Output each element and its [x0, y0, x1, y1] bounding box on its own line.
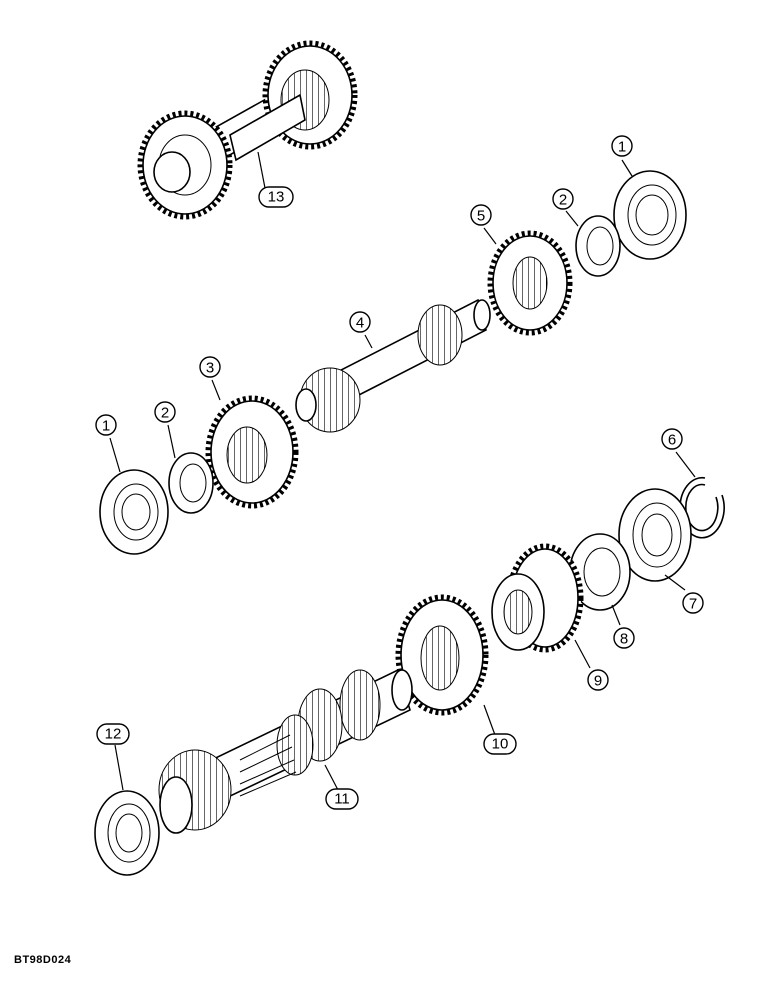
callout-7-label: 7: [689, 596, 697, 613]
thrust-washer-lower: [168, 452, 214, 514]
leader-lines: [109, 151, 696, 791]
callout-1-upper-label: 1: [618, 139, 626, 156]
callout-1-left: 1: [95, 414, 117, 436]
callout-1-upper: 1: [611, 135, 633, 157]
bearing-12: [94, 790, 160, 876]
bearing-upper-right: [613, 170, 687, 260]
callout-2-left-label: 2: [161, 405, 169, 422]
callout-1-left-label: 1: [102, 418, 110, 435]
callout-6-label: 6: [668, 432, 676, 449]
bearing-left: [99, 469, 169, 555]
callout-2-left: 2: [154, 401, 176, 423]
callout-11: 11: [325, 788, 359, 810]
callout-12-label: 12: [105, 726, 122, 743]
callout-8-label: 8: [620, 631, 628, 648]
callout-5: 5: [470, 204, 492, 226]
callout-10-label: 10: [492, 736, 509, 753]
countershaft-assembly: [137, 40, 358, 220]
callout-9-label: 9: [594, 673, 602, 690]
callout-13-label: 13: [268, 189, 285, 206]
gear-10: [395, 594, 489, 716]
callout-13: 13: [258, 186, 294, 208]
callout-5-label: 5: [477, 208, 485, 225]
gear-9: [491, 543, 584, 653]
callout-2-upper: 2: [552, 188, 574, 210]
callout-10: 10: [483, 733, 517, 755]
callout-4-label: 4: [356, 315, 364, 332]
callout-2-upper-label: 2: [559, 192, 567, 209]
callout-9: 9: [587, 669, 609, 691]
bearing-7: [618, 488, 692, 582]
callout-8: 8: [613, 627, 635, 649]
callout-12: 12: [96, 723, 130, 745]
figure-code: BT98D024: [14, 954, 72, 966]
mainshaft-11: [158, 668, 413, 834]
gear-3: [205, 395, 299, 509]
callout-4: 4: [349, 311, 371, 333]
callout-3: 3: [199, 356, 221, 378]
callout-7: 7: [682, 592, 704, 614]
shaft-4: [295, 298, 491, 433]
gear-5: [487, 230, 573, 336]
callout-11-label: 11: [334, 791, 350, 808]
thrust-washer-upper: [575, 215, 621, 277]
callout-3-label: 3: [206, 360, 214, 377]
callout-6: 6: [661, 428, 683, 450]
